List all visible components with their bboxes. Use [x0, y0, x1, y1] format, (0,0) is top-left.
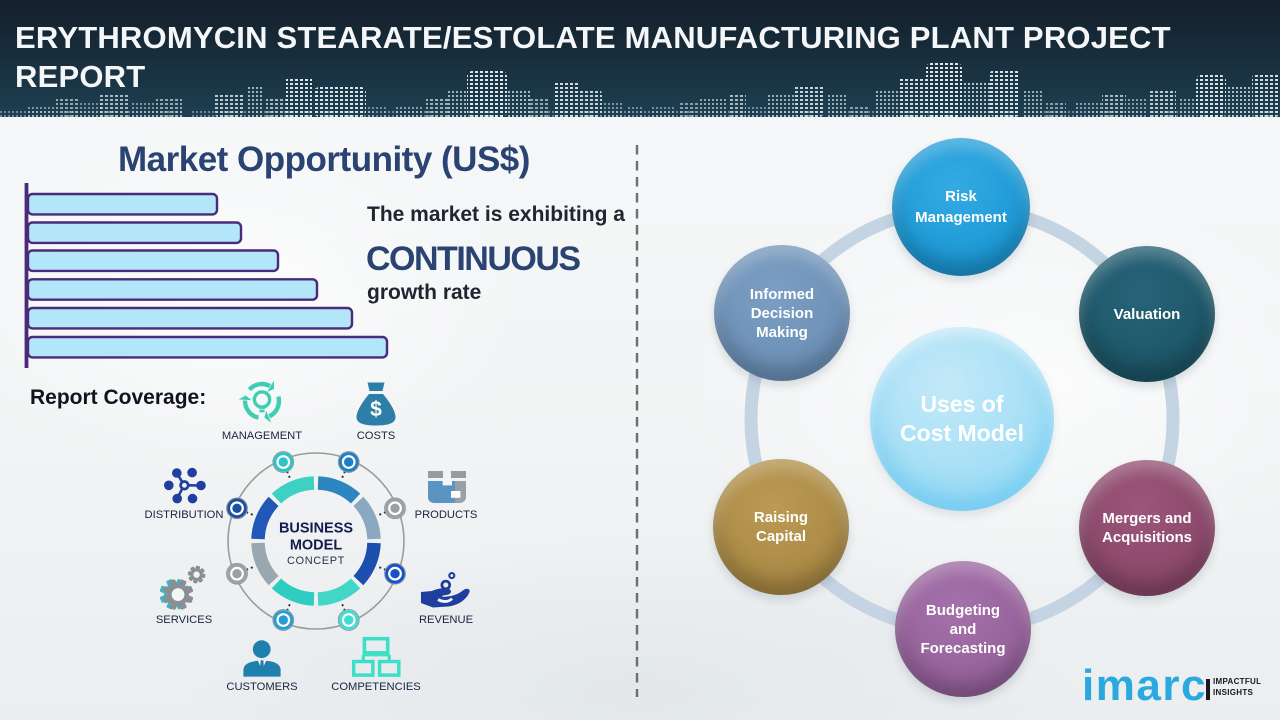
svg-text:CUSTOMERS: CUSTOMERS [226, 681, 297, 693]
svg-text:COSTS: COSTS [357, 430, 396, 442]
svg-text:DISTRIBUTION: DISTRIBUTION [145, 509, 224, 521]
svg-text:CONCEPT: CONCEPT [287, 555, 345, 567]
svg-text:MODEL: MODEL [290, 538, 343, 554]
svg-text:MANAGEMENT: MANAGEMENT [222, 430, 302, 442]
svg-text:$: $ [370, 398, 382, 421]
svg-text:PRODUCTS: PRODUCTS [415, 509, 478, 521]
svg-text:REVENUE: REVENUE [419, 614, 473, 626]
svg-text:COMPETENCIES: COMPETENCIES [331, 681, 421, 693]
svg-text:BUSINESS: BUSINESS [279, 521, 353, 537]
svg-text:SERVICES: SERVICES [156, 614, 212, 626]
